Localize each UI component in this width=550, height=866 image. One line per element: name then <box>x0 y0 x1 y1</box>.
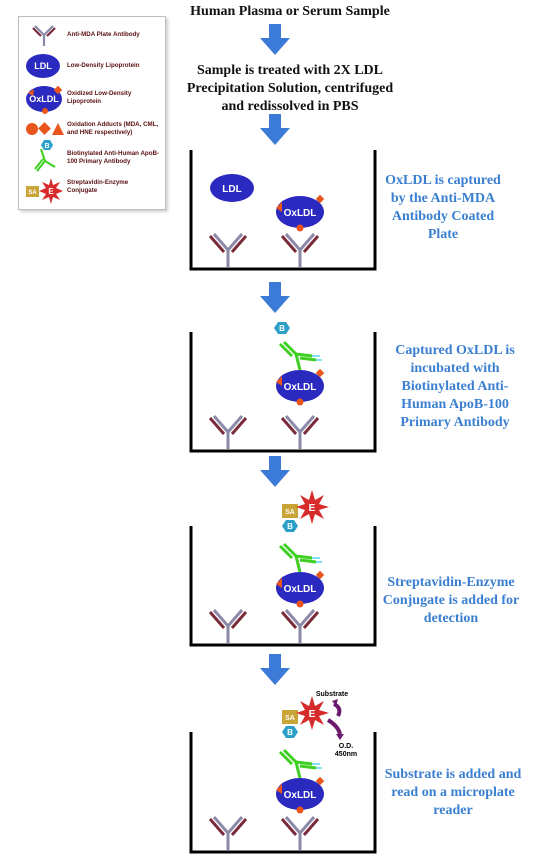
sa-block <box>282 504 298 518</box>
treatment-line-3: and redissolved in PBS <box>221 99 359 114</box>
step-1-line: Plate <box>427 227 459 242</box>
oxldl-icon: OxLDL <box>26 85 63 114</box>
plate-antibody-left <box>208 609 248 643</box>
ldl-badge-text: LDL <box>34 61 52 71</box>
plate-antibody-right <box>280 233 320 267</box>
enzyme-label: E <box>309 709 316 720</box>
legend-label-sa-enzyme: Streptavidin-Enzyme Conjugate <box>67 179 129 194</box>
enzyme-label: E <box>309 503 316 514</box>
ldl-particle <box>210 174 254 202</box>
step-4-line: Substrate is added and <box>384 767 522 782</box>
well-3: OxLDL B SA E <box>189 490 377 647</box>
step-1-line: OxLDL is captured <box>385 173 501 188</box>
step-3-line: detection <box>423 611 479 626</box>
plate-antibody-right <box>280 816 320 850</box>
biotin-antibody <box>278 542 317 573</box>
legend-label-oxldl: Oxidized Low-Density Lipoprotein <box>67 90 132 105</box>
biotin-tag <box>274 322 290 334</box>
well-4: OxLDL B SA E Substrate O.D. 450nm <box>189 691 377 854</box>
enzyme-burst <box>296 490 329 524</box>
step-2-line: Captured OxLDL is <box>395 343 515 358</box>
step-4-text: Substrate is added and read on a micropl… <box>368 766 538 820</box>
step-3-line: Streptavidin-Enzyme <box>387 575 515 590</box>
biotin-antibody-icon: B <box>34 140 56 172</box>
biotin-label: B <box>287 522 293 531</box>
diagram-title: Human Plasma or Serum Sample <box>190 4 390 19</box>
step-1-line: by the Anti-MDA <box>390 191 496 206</box>
oxldl-particle <box>276 572 324 604</box>
biotin-label: B <box>287 728 293 737</box>
legend-box: Anti-MDA Plate Antibody LDL Low-Density … <box>18 16 166 210</box>
step-2-text: Captured OxLDL is incubated with Biotiny… <box>370 342 540 432</box>
down-arrow-1 <box>260 24 290 55</box>
step-4-line: reader <box>433 803 473 818</box>
down-arrow-2 <box>260 114 290 145</box>
step-2-line: Human ApoB-100 <box>401 397 509 412</box>
sa-label: SA <box>285 509 295 516</box>
od-label: O.D. <box>339 743 353 750</box>
treatment-line-1: Sample is treated with 2X LDL <box>196 63 384 78</box>
sa-label: SA <box>285 715 295 722</box>
step-2-line: incubated with <box>410 361 500 376</box>
sa-badge-text: SA <box>28 190 37 196</box>
wavelength-label: 450nm <box>335 751 357 758</box>
oxldl-label: OxLDL <box>284 584 317 595</box>
step-3-text: Streptavidin-Enzyme Conjugate is added f… <box>366 574 536 628</box>
treatment-line-2: Precipitation Solution, centrifuged <box>186 81 394 96</box>
oxldl-label: OxLDL <box>284 790 317 801</box>
oxldl-badge-text: OxLDL <box>29 94 59 104</box>
step-4-line: read on a microplate <box>391 785 515 800</box>
biotin-tag <box>282 520 298 532</box>
ldl-icon: LDL <box>26 54 60 78</box>
well-1: LDL OxLDL <box>189 150 377 271</box>
down-arrow-3 <box>260 282 290 313</box>
step-1-line: Antibody Coated <box>391 209 495 224</box>
oxldl-particle <box>276 196 324 228</box>
step-1-text: OxLDL is captured by the Anti-MDA Antibo… <box>358 172 528 244</box>
plate-antibody-left <box>208 233 248 267</box>
biotin-label: B <box>279 324 285 333</box>
legend-label-ldl: Low-Density Lipoprotein <box>67 62 140 69</box>
plate-antibody-right <box>280 609 320 643</box>
biotin-badge-text: B <box>44 143 49 150</box>
step-2-line: Primary Antibody <box>400 415 510 430</box>
adducts-icon <box>26 122 64 135</box>
legend-label-adducts: Oxidation Adducts (MDA, CML, and HNE res… <box>67 121 159 136</box>
oxldl-particle <box>276 778 324 810</box>
e-badge-text: E <box>48 187 54 196</box>
sa-block <box>282 710 298 724</box>
step-2-line: Biotinylated Anti- <box>401 379 509 394</box>
antibody-icon <box>32 25 56 46</box>
enzyme-burst <box>296 696 329 730</box>
down-arrow-4 <box>260 456 290 487</box>
treatment-step-text: Sample is treated with 2X LDL Precipitat… <box>160 62 420 116</box>
sa-enzyme-icon: SA E <box>26 178 63 204</box>
ldl-label: LDL <box>222 184 241 195</box>
biotin-antibody <box>278 340 317 371</box>
substrate-arrow <box>333 702 342 717</box>
legend-label-antibody: Anti-MDA Plate Antibody <box>67 31 140 38</box>
substrate-label: Substrate <box>316 691 348 698</box>
biotin-tag <box>282 726 298 738</box>
plate-antibody-left <box>208 816 248 850</box>
step-3-line: Conjugate is added for <box>382 593 520 608</box>
biotin-antibody <box>278 748 317 779</box>
legend-label-biotin-antibody: Biotinylated Anti-Human ApoB-100 Primary… <box>67 150 160 165</box>
oxldl-label: OxLDL <box>284 382 317 393</box>
plate-antibody-left <box>208 415 248 449</box>
oxldl-label: OxLDL <box>284 208 317 219</box>
oxldl-particle <box>276 370 324 402</box>
well-2: OxLDL B <box>189 322 377 453</box>
plate-antibody-right <box>280 415 320 449</box>
down-arrow-5 <box>260 654 290 685</box>
